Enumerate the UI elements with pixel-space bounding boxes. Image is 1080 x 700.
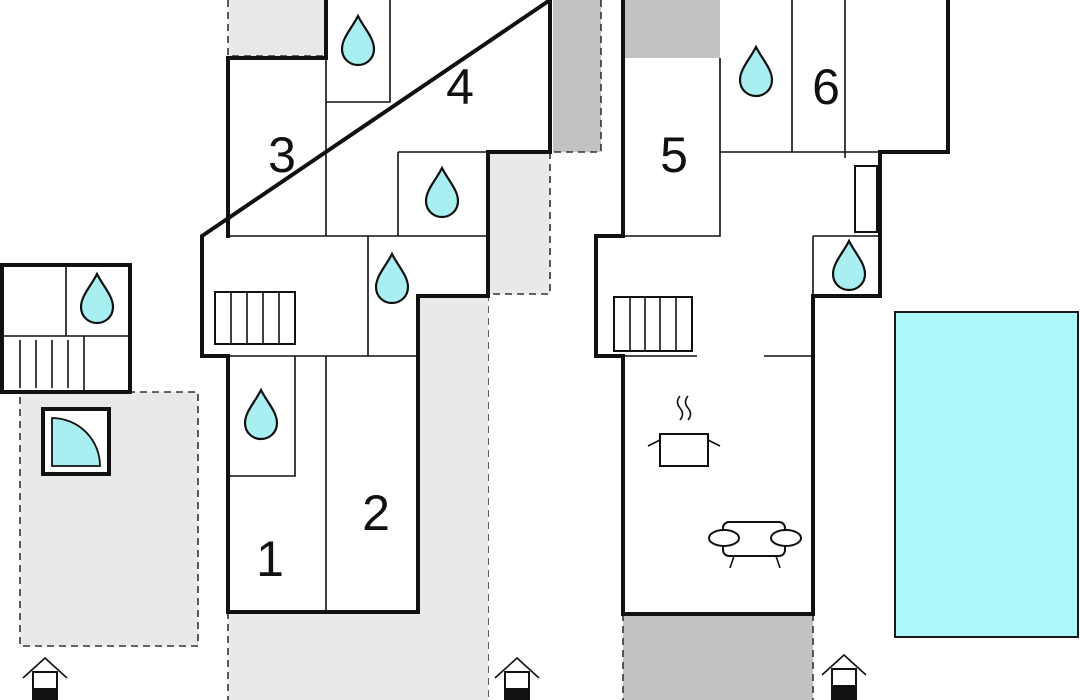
water-drop-icon bbox=[424, 166, 460, 219]
entrance-house-icon bbox=[821, 653, 867, 700]
room-label-5: 5 bbox=[660, 127, 688, 183]
left-building bbox=[200, 0, 552, 614]
room-label-4: 4 bbox=[446, 59, 474, 115]
staircase-icon bbox=[613, 296, 693, 352]
water-drop-icon bbox=[79, 272, 115, 325]
right-building bbox=[594, 0, 950, 616]
cooking-pot-icon bbox=[647, 395, 721, 467]
staircase-icon bbox=[19, 340, 69, 388]
entrance-house-icon bbox=[494, 656, 540, 700]
water-drop-icon bbox=[831, 239, 867, 292]
sofa-icon bbox=[708, 521, 802, 569]
terraces-left bbox=[19, 0, 602, 700]
room-label-2: 2 bbox=[362, 485, 390, 541]
water-drop-icon bbox=[738, 45, 774, 98]
terraces-right bbox=[622, 0, 814, 700]
swimming-pool-icon bbox=[894, 311, 1079, 638]
shower-icon bbox=[41, 407, 111, 476]
water-drop-icon bbox=[243, 388, 279, 441]
water-drop-icon bbox=[340, 14, 376, 67]
room-label-3: 3 bbox=[268, 127, 296, 183]
shower-tray bbox=[854, 165, 878, 233]
entrance-house-icon bbox=[22, 656, 68, 700]
room-label-6: 6 bbox=[812, 59, 840, 115]
annex-building bbox=[0, 263, 132, 394]
room-label-1: 1 bbox=[256, 531, 284, 587]
staircase-icon bbox=[214, 291, 296, 345]
water-drop-icon bbox=[374, 252, 410, 305]
